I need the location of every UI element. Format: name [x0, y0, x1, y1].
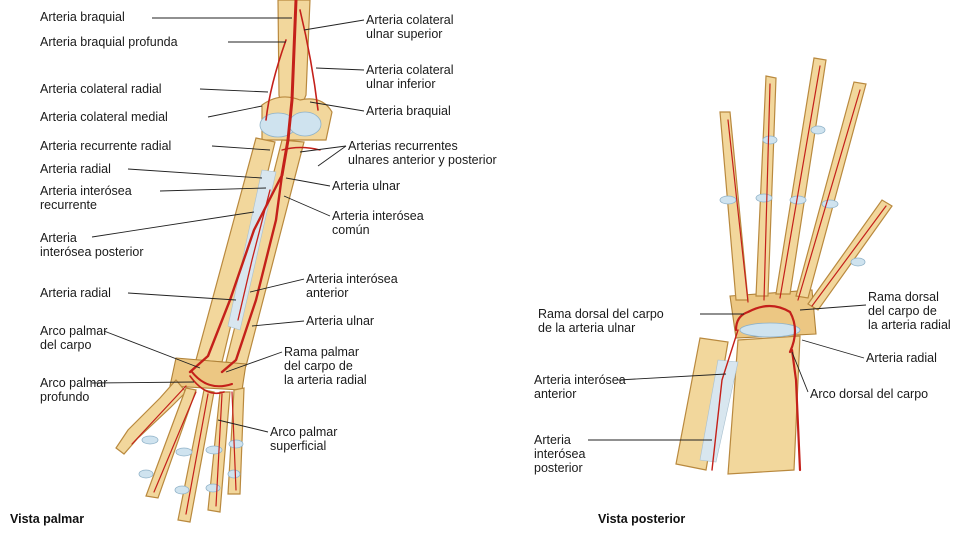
label-arterias-recurrentes-ulnares: Arterias recurrentes ulnares anterior y …	[348, 139, 497, 167]
joint-post-5	[763, 136, 777, 144]
joint-post-2	[756, 194, 772, 202]
label-arteria-colateral-medial: Arteria colateral medial	[40, 110, 168, 124]
joint-1	[142, 436, 158, 444]
finger-post-2	[756, 76, 776, 296]
label-arteria-interosea-posterior-post: Arteria interósea posterior	[534, 433, 585, 475]
label-arco-dorsal-del-carpo: Arco dorsal del carpo	[810, 387, 928, 401]
joint-post-4	[822, 200, 838, 208]
elbow-cartilage-2	[289, 112, 321, 136]
label-arteria-colateral-ulnar-superior: Arteria colateral ulnar superior	[366, 13, 454, 41]
radius-posterior	[728, 336, 800, 474]
joint-3	[176, 448, 192, 456]
joint-post-3	[790, 196, 806, 204]
view-title-palmar: Vista palmar	[10, 512, 84, 526]
wrist-cartilage	[740, 323, 800, 337]
view-title-posterior: Vista posterior	[598, 512, 685, 526]
joint-4	[175, 486, 189, 494]
label-rama-dorsal-carpo-ulnar: Rama dorsal del carpo de la arteria ulna…	[538, 307, 664, 335]
label-rama-dorsal-carpo-radial: Rama dorsal del carpo de la arteria radi…	[868, 290, 951, 332]
label-arteria-braquial: Arteria braquial	[40, 10, 125, 24]
joint-post-6	[811, 126, 825, 134]
label-arteria-radial-lower: Arteria radial	[40, 286, 111, 300]
label-arco-palmar-superficial: Arco palmar superficial	[270, 425, 337, 453]
label-arteria-radial-post: Arteria radial	[866, 351, 937, 365]
posterior-view-drawing	[676, 58, 892, 474]
label-arteria-colateral-radial: Arteria colateral radial	[40, 82, 162, 96]
joint-2	[139, 470, 153, 478]
label-arteria-braquial-right: Arteria braquial	[366, 104, 451, 118]
label-arteria-ulnar-lower: Arteria ulnar	[306, 314, 374, 328]
label-arteria-interosea-comun: Arteria interósea común	[332, 209, 424, 237]
label-arteria-interosea-anterior-post: Arteria interósea anterior	[534, 373, 626, 401]
finger-post-1	[720, 112, 748, 300]
label-arco-palmar-profundo: Arco palmar profundo	[40, 376, 107, 404]
label-arteria-interosea-anterior: Arteria interósea anterior	[306, 272, 398, 300]
joint-8	[228, 470, 240, 478]
label-arteria-ulnar-upper: Arteria ulnar	[332, 179, 400, 193]
joint-6	[206, 484, 220, 492]
label-rama-palmar-del-carpo: Rama palmar del carpo de la arteria radi…	[284, 345, 367, 387]
joint-post-7	[851, 258, 865, 266]
joint-7	[229, 440, 243, 448]
label-arteria-radial-upper: Arteria radial	[40, 162, 111, 176]
label-arteria-colateral-ulnar-inferior: Arteria colateral ulnar inferior	[366, 63, 454, 91]
label-arteria-braquial-profunda: Arteria braquial profunda	[40, 35, 178, 49]
joint-post-1	[720, 196, 736, 204]
label-arteria-interosea-recurrente: Arteria interósea recurrente	[40, 184, 132, 212]
label-arteria-interosea-posterior: Arteria interósea posterior	[40, 231, 144, 259]
label-arteria-recurrente-radial: Arteria recurrente radial	[40, 139, 171, 153]
label-arco-palmar-del-carpo: Arco palmar del carpo	[40, 324, 107, 352]
